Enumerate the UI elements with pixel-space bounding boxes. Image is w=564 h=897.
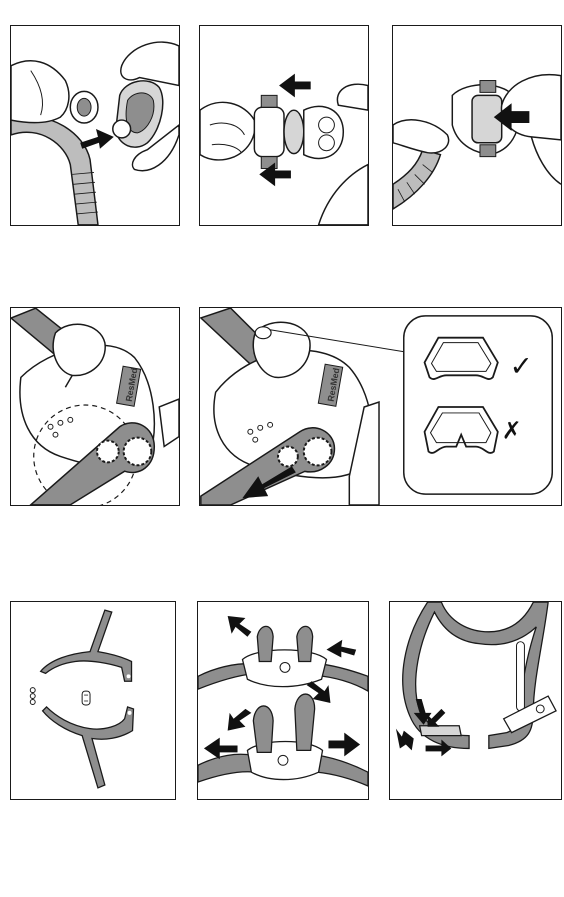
- swivel-gear: [304, 438, 332, 466]
- air-tube: [393, 150, 440, 209]
- buckle-small: [30, 688, 35, 705]
- headgear-lower-arm: [43, 707, 134, 788]
- arrow-right-icon: [80, 129, 114, 149]
- illustration-headgear-parts: [11, 602, 175, 799]
- illustration-cushion-seal: ResMed: [11, 308, 179, 505]
- illustration-squeeze-swivel: [200, 26, 368, 225]
- arrow-curve-up-left-icon: [228, 616, 252, 637]
- elbow-body: [254, 107, 284, 156]
- panel-squeeze-swivel-tabs: [199, 25, 369, 226]
- left-hand: [393, 120, 449, 153]
- panel-attach-headgear-straps: [197, 601, 369, 800]
- correct-check-icon: ✓: [510, 349, 533, 382]
- swivel-ring: [113, 120, 131, 138]
- illustration-connect-elbow: [11, 26, 179, 225]
- front-strap: [420, 726, 462, 736]
- illustration-press-elbow: [393, 26, 561, 225]
- arrow-curve-left-icon: [396, 729, 414, 751]
- right-hand: [121, 42, 179, 85]
- top-tab: [261, 95, 277, 107]
- left-hand: [11, 61, 69, 123]
- correct-seal-profile: [425, 338, 498, 379]
- arrow-left-top-icon: [279, 74, 311, 98]
- arrow-left-icon: [326, 640, 356, 658]
- arrow-right-bottom-icon: [328, 733, 360, 757]
- arrow-curve-left-icon: [228, 709, 252, 731]
- illustration-adjust-strap: [390, 602, 561, 799]
- panel-remove-elbow-check-seal: ResMed ✓ ✗: [199, 307, 562, 506]
- strap-left-bottom: [198, 754, 255, 782]
- right-hand: [337, 84, 368, 110]
- illustration-attach-straps: [198, 602, 368, 799]
- arrow-down-left-icon: [428, 709, 446, 727]
- panel-cushion-seal-zoom: ResMed: [10, 307, 180, 506]
- air-tube: [11, 116, 98, 225]
- panel-press-elbow-into-frame: [392, 25, 562, 226]
- left-hand: [200, 102, 255, 160]
- clip: [82, 691, 90, 705]
- illustration-remove-elbow: ResMed ✓ ✗: [200, 308, 561, 505]
- swivel-gear: [284, 110, 304, 153]
- headgear-upper-arm: [41, 610, 132, 681]
- panel-headgear-parts: [10, 601, 176, 800]
- swivel-gear: [124, 438, 152, 466]
- strap-right-bottom: [317, 755, 368, 786]
- incorrect-x-icon: ✗: [502, 417, 522, 445]
- panel-connect-elbow-to-tube: [10, 25, 180, 226]
- panel-adjust-headgear-strap: [389, 601, 562, 800]
